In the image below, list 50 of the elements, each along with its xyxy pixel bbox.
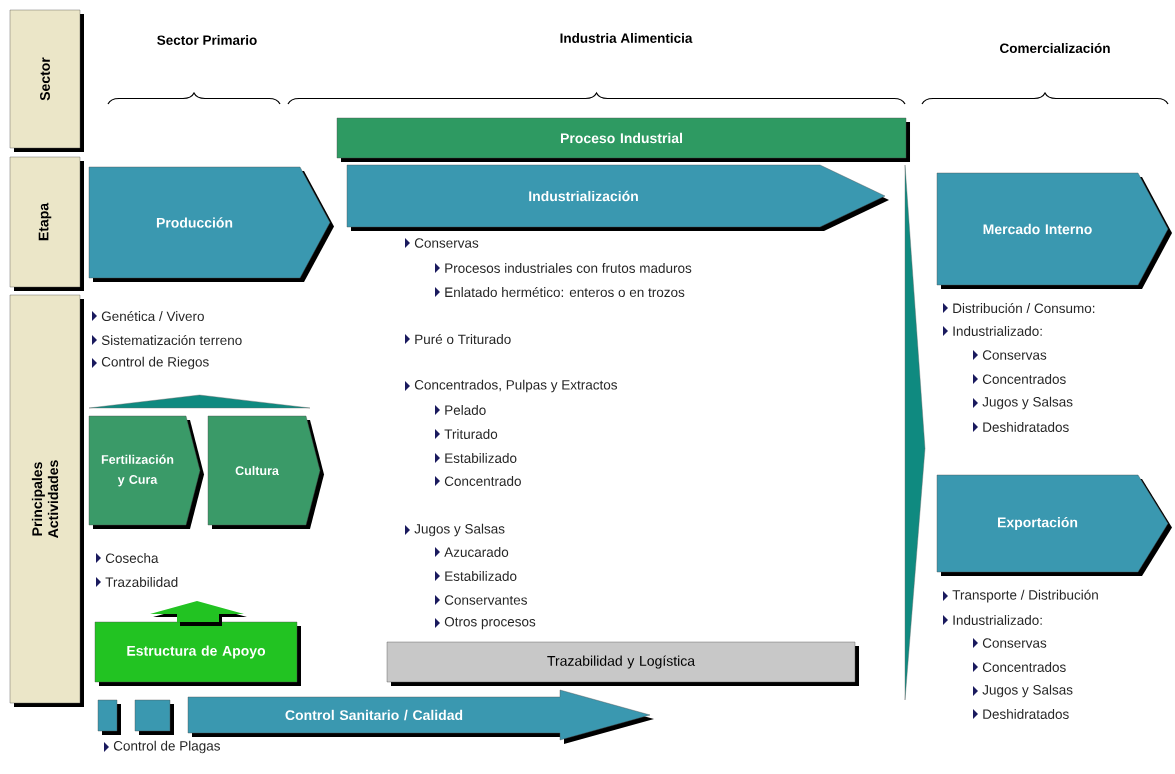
- process-bar: Trazabilidad y Logística: [386, 641, 859, 686]
- stage-box: Mercado Interno: [936, 172, 1172, 289]
- bullet-item: Estabilizado: [435, 571, 517, 581]
- bullet-item: Industrializado:: [943, 326, 1042, 336]
- stage-box: Exportación: [936, 474, 1172, 576]
- row-header: Sector: [9, 9, 84, 152]
- bullet-item: Sistematización terreno: [92, 334, 242, 346]
- bullet-item: Conservas: [973, 350, 1047, 360]
- bullet-item: Industrializado:: [943, 615, 1042, 625]
- bullet-item: Conservantes: [435, 595, 527, 605]
- bullet-item: Jugos y Salsas: [973, 684, 1073, 698]
- bullet-item: Enlatado hermético: enteros o en trozos: [435, 286, 685, 298]
- row-header: Principales Actividades: [9, 294, 84, 707]
- bullet-item: Azucarado: [435, 547, 509, 557]
- square-box: [134, 699, 174, 735]
- bullet-item: Concentrados, Pulpas y Extractos: [405, 379, 618, 393]
- bullet-item: Jugos y Salsas: [405, 523, 505, 537]
- section-heading: Industria Alimenticia: [560, 33, 693, 43]
- bullet-item: Deshidratados: [973, 709, 1069, 719]
- banner-box: Proceso Industrial: [336, 117, 910, 162]
- bullet-item: Deshidratados: [973, 422, 1069, 432]
- bullet-item: Estabilizado: [435, 453, 517, 463]
- support-box: Estructura de Apoyo: [94, 621, 301, 686]
- bullet-item: Distribución / Consumo:: [943, 302, 1095, 314]
- stage-box: Industrialización: [346, 164, 889, 231]
- bullet-item: Procesos industriales con frutos maduros: [435, 263, 692, 273]
- bullet-item: Pelado: [435, 405, 486, 415]
- bullet-item: Conservas: [405, 238, 479, 248]
- bullet-item: Concentrados: [973, 374, 1066, 384]
- step-box: Cultura: [207, 415, 324, 529]
- bullet-item: Cosecha: [96, 553, 159, 563]
- bullet-item: Jugos y Salsas: [973, 396, 1073, 410]
- bullet-item: Concentrados: [973, 662, 1066, 672]
- bullet-item: Control de Riegos: [92, 356, 209, 370]
- step-box: Fertilización y Cura: [88, 415, 204, 529]
- roof-triangle: [88, 394, 311, 409]
- tapered-band: [904, 164, 926, 701]
- bullet-item: Triturado: [435, 429, 498, 439]
- bullet-item: Genética / Vivero: [92, 310, 204, 322]
- bullet-item: Trazabilidad: [96, 577, 178, 587]
- bullet-item: Puré o Triturado: [405, 333, 511, 345]
- bullet-item: Conservas: [973, 638, 1047, 648]
- bullet-item: Otros procesos: [435, 616, 536, 630]
- row-header: Etapa: [9, 156, 84, 291]
- bullet-item: Concentrado: [435, 476, 521, 486]
- section-heading: Sector Primario: [157, 35, 257, 45]
- section-heading: Comercialización: [1000, 43, 1110, 53]
- bullet-item: Transporte / Distribución: [943, 589, 1098, 603]
- stage-box: Producción: [88, 166, 334, 282]
- square-box: [97, 699, 121, 735]
